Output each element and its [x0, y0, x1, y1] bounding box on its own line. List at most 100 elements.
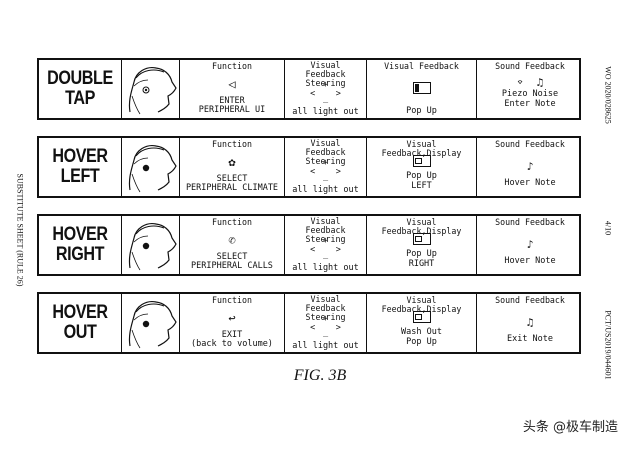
function-text-1: ENTER — [219, 96, 245, 106]
steering-minus: _ — [322, 94, 329, 104]
steering-feedback-cell: Visual Feedback Steering + < > _ all lig… — [284, 60, 366, 118]
gesture-name: DOUBLE TAP — [39, 69, 121, 109]
side-label-publication: WO 2020/028625 — [603, 66, 613, 124]
steering-minus: _ — [322, 250, 329, 260]
sound-text-2: Enter Note — [504, 99, 556, 109]
visual-text-2: RIGHT — [408, 259, 435, 269]
visual-text-1: Pop Up — [406, 249, 437, 259]
function-text-2: PERIPHERAL UI — [198, 105, 266, 115]
visual-header: Visual Feedback,Display — [381, 296, 462, 315]
sound-text-1: Exit Note — [506, 334, 554, 344]
steering-header: Visual Feedback Steering — [305, 61, 346, 89]
steering-plus: + — [322, 314, 329, 324]
driver-head-illustration — [121, 60, 179, 118]
function-icon: ✿ — [228, 155, 236, 169]
sound-header: Sound Feedback — [495, 140, 565, 150]
steering-header: Visual Feedback Steering — [305, 217, 346, 245]
steering-header: Visual Feedback Steering — [305, 139, 346, 167]
visual-text-2: LEFT — [411, 181, 432, 191]
driver-head-illustration — [121, 294, 179, 352]
steering-arrows: < > — [310, 89, 341, 99]
function-text-1: EXIT — [221, 330, 243, 340]
function-icon: ✆ — [228, 233, 236, 247]
gesture-line-2: TAP — [65, 88, 95, 109]
steering-text: all light out — [292, 185, 359, 195]
table-row: HOVER OUT Function ↩ EXIT (back to volum… — [37, 292, 581, 354]
gesture-line-2: RIGHT — [55, 244, 105, 265]
popup-display-icon — [412, 311, 431, 323]
sound-feedback-cell: Sound Feedback ♪ Hover Note — [476, 138, 583, 196]
steering-feedback-cell: Visual Feedback Steering + < > _ all lig… — [284, 294, 366, 352]
music-note-icon: ⌔ ♫ — [516, 76, 544, 89]
music-note-icon: ♫ — [526, 316, 534, 329]
popup-display-icon — [412, 233, 431, 245]
gesture-cell: DOUBLE TAP — [39, 60, 121, 118]
sound-text-1: Hover Note — [504, 256, 556, 266]
head-profile-icon — [128, 67, 177, 115]
sound-text-1: Hover Note — [504, 178, 556, 188]
table-row: HOVER LEFT Function ✿ SELECT PERIPHERAL … — [37, 136, 581, 198]
steering-minus: _ — [322, 328, 329, 338]
function-cell: Function ↩ EXIT (back to volume) — [179, 294, 284, 352]
steering-plus: + — [322, 236, 329, 246]
function-text-2: PERIPHERAL CLIMATE — [185, 183, 279, 193]
function-header: Function — [212, 218, 252, 228]
function-header: Function — [212, 296, 252, 306]
visual-text-1: Pop Up — [406, 171, 437, 181]
gesture-cell: HOVER LEFT — [39, 138, 121, 196]
side-label-sheet: 4/10 — [603, 220, 613, 236]
steering-text: all light out — [292, 263, 359, 273]
gesture-name: HOVER RIGHT — [39, 225, 121, 265]
function-cell: Function ◁ ENTER PERIPHERAL UI — [179, 60, 284, 118]
head-profile-icon — [128, 145, 177, 193]
side-label-application: PCT/US2019/044601 — [603, 310, 613, 380]
function-text-2: (back to volume) — [191, 339, 273, 349]
steering-plus: + — [322, 80, 329, 90]
gesture-cell: HOVER OUT — [39, 294, 121, 352]
sound-feedback-cell: Sound Feedback ♫ Exit Note — [476, 294, 583, 352]
steering-feedback-cell: Visual Feedback Steering + < > _ all lig… — [284, 216, 366, 274]
visual-header: Visual Feedback,Display — [381, 140, 462, 159]
table-row: HOVER RIGHT Function ✆ SELECT PERIPHERAL… — [37, 214, 581, 276]
gesture-line-1: DOUBLE — [47, 68, 113, 89]
function-text-1: SELECT — [216, 174, 248, 184]
steering-arrows: < > — [310, 323, 341, 333]
function-header: Function — [212, 62, 252, 72]
function-icon: ◁ — [228, 77, 236, 91]
function-icon: ↩ — [228, 311, 236, 325]
gesture-line-2: OUT — [63, 322, 97, 343]
gesture-line-2: LEFT — [60, 166, 100, 187]
visual-header: Visual Feedback — [384, 62, 459, 72]
steering-arrows: < > — [310, 245, 341, 255]
function-text-2: PERIPHERAL CALLS — [191, 261, 273, 271]
side-label-left: SUBSTITUTE SHEET (RULE 26) — [15, 173, 25, 287]
steering-text: all light out — [292, 107, 359, 117]
watermark: 头条 @极车制造 — [522, 420, 618, 435]
function-text-1: SELECT — [216, 252, 248, 262]
gesture-line-1: HOVER — [52, 146, 108, 167]
function-cell: Function ✆ SELECT PERIPHERAL CALLS — [179, 216, 284, 274]
sound-header: Sound Feedback — [495, 218, 565, 228]
sound-header: Sound Feedback — [495, 296, 565, 306]
visual-text-1: Pop Up — [406, 106, 437, 116]
table-row: DOUBLE TAP Function ◁ ENTER PERIPHERAL U… — [37, 58, 581, 120]
steering-text: all light out — [292, 341, 359, 351]
visual-feedback-cell: Visual Feedback,Display Pop Up RIGHT — [366, 216, 476, 274]
visual-text-2: Pop Up — [406, 337, 437, 347]
function-header: Function — [212, 140, 252, 150]
popup-display-icon — [412, 82, 431, 94]
sound-header: Sound Feedback — [495, 62, 565, 72]
gesture-name: HOVER OUT — [39, 303, 121, 343]
music-note-icon: ♪ — [526, 160, 534, 173]
visual-text-1: Wash Out — [401, 327, 442, 337]
gesture-name: HOVER LEFT — [39, 147, 121, 187]
visual-feedback-cell: Visual Feedback Pop Up — [366, 60, 476, 118]
visual-feedback-cell: Visual Feedback,Display Pop Up LEFT — [366, 138, 476, 196]
head-profile-icon — [128, 223, 177, 271]
driver-head-illustration — [121, 216, 179, 274]
driver-head-illustration — [121, 138, 179, 196]
gesture-line-1: HOVER — [52, 224, 108, 245]
steering-feedback-cell: Visual Feedback Steering + < > _ all lig… — [284, 138, 366, 196]
sound-feedback-cell: Sound Feedback ⌔ ♫ Piezo Noise Enter Not… — [476, 60, 583, 118]
sound-feedback-cell: Sound Feedback ♪ Hover Note — [476, 216, 583, 274]
